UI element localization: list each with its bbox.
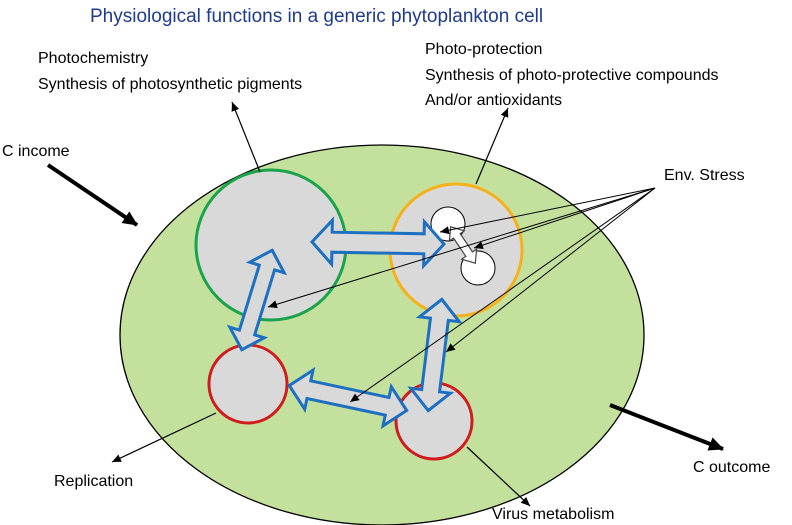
internal-exchange-arrow: [448, 225, 478, 265]
env-stress-arrows: [267, 187, 656, 403]
stress-arrow-internal: [473, 187, 656, 249]
diagram-title: Physiological functions in a generic phy…: [90, 6, 543, 27]
replication-pointer: [111, 412, 217, 463]
replication-label: Replication: [54, 473, 133, 490]
arrow-replication-virus: [287, 366, 409, 430]
env-stress-label: Env. Stress: [664, 167, 745, 184]
photoprotection-label-3: And/or antioxidants: [425, 92, 562, 109]
c-income-label: C income: [2, 143, 70, 160]
replication-compartment: [207, 343, 289, 425]
photochemistry-label-2: Synthesis of photosynthetic pigments: [38, 76, 302, 93]
stress-arrow-virus-photoprot: [445, 187, 656, 353]
arrow-photochem-replication: [226, 248, 288, 352]
exchange-arrows: [226, 216, 463, 430]
cell-body: [119, 144, 645, 525]
stress-arrow-photoprot: [439, 187, 656, 235]
arrow-photochem-photoprot: [309, 216, 447, 270]
c-outcome-arrow: [609, 403, 724, 451]
c-outcome-label: C outcome: [693, 459, 770, 476]
photoprotection-label-2: Synthesis of photo-protective compounds: [425, 67, 719, 84]
virus-metabolism-label: Virus metabolism: [492, 506, 614, 523]
photochemistry-pointer: [231, 101, 261, 173]
stress-arrow-photochem: [267, 187, 656, 309]
stress-arrow-replication-virus: [349, 187, 656, 403]
virus-metabolism-pointer: [466, 446, 531, 507]
arrow-virus-photoprot: [407, 297, 463, 413]
photochemistry-label-1: Photochemistry: [38, 50, 148, 67]
c-income-arrow: [46, 163, 139, 227]
photoprotection-pointer: [475, 107, 509, 185]
photoprotection-label-1: Photo-protection: [425, 41, 542, 58]
